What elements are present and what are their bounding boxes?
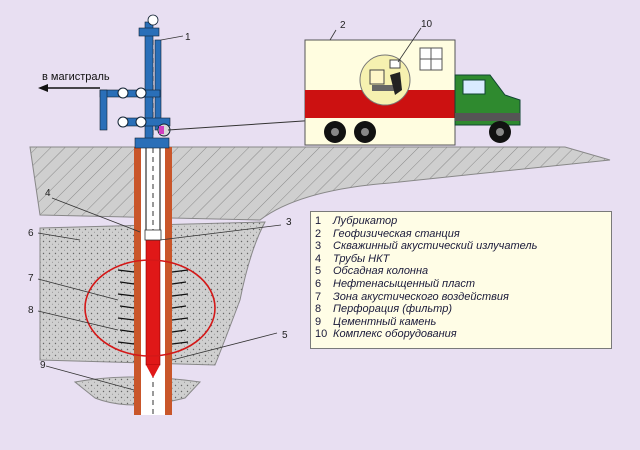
legend-text: Лубрикатор bbox=[333, 215, 398, 227]
callout-10: 10 bbox=[421, 19, 433, 30]
callout-2: 2 bbox=[340, 20, 346, 31]
legend-text: Зона акустического воздействия bbox=[333, 290, 509, 303]
legend-item: 2 Геофизическая станция bbox=[315, 228, 611, 241]
legend-text: Скважинный акустический излучатель bbox=[333, 240, 538, 253]
direction-label: в магистраль bbox=[42, 71, 110, 83]
casing-right-wall bbox=[165, 147, 172, 415]
legend-text: Нефтенасыщенный пласт bbox=[333, 277, 476, 290]
callout-6: 6 bbox=[28, 228, 34, 239]
legend-num: 9 bbox=[315, 315, 322, 328]
cable bbox=[167, 119, 319, 131]
ground-surface-layer bbox=[29, 146, 611, 221]
legend-item: 4 Трубы НКТ bbox=[315, 253, 611, 266]
legend-text: Перфорация (фильтр) bbox=[333, 303, 452, 316]
callout-7: 7 bbox=[28, 273, 34, 284]
legend-text: Комплекс оборудования bbox=[333, 328, 457, 341]
casing-left-wall bbox=[134, 147, 141, 415]
legend-num: 1 bbox=[315, 215, 322, 227]
callout-8: 8 bbox=[28, 305, 34, 316]
legend-item: 5 Обсадная колонна bbox=[315, 265, 611, 278]
legend-item: 1 Лубрикатор bbox=[315, 215, 611, 228]
arrow-to-main bbox=[38, 84, 100, 92]
legend-item: 7 Зона акустического воздействия bbox=[315, 291, 611, 304]
legend-item: 9 Цементный камень bbox=[315, 316, 611, 329]
callout-3: 3 bbox=[286, 217, 292, 228]
callout-9: 9 bbox=[40, 360, 46, 371]
perforations bbox=[117, 269, 189, 345]
legend-item: 10 Комплекс оборудования bbox=[315, 328, 611, 341]
legend-num: 3 bbox=[315, 240, 322, 253]
wellhead bbox=[99, 14, 171, 149]
legend-num: 6 bbox=[315, 277, 322, 290]
legend-num: 5 bbox=[315, 265, 322, 278]
legend: 1 Лубрикатор 2 Геофизическая станция 3 Сква… bbox=[310, 211, 612, 349]
geophysical-truck bbox=[304, 39, 521, 146]
legend-text: Обсадная колонна bbox=[333, 265, 429, 278]
equipment-circle bbox=[359, 54, 411, 106]
emitter-tip bbox=[146, 365, 160, 378]
callout-lines bbox=[37, 27, 422, 391]
legend-text: Трубы НКТ bbox=[333, 252, 390, 265]
legend-item: 6 Нефтенасыщенный пласт bbox=[315, 278, 611, 291]
legend-num: 8 bbox=[315, 303, 322, 316]
callout-5: 5 bbox=[282, 330, 288, 341]
legend-num: 2 bbox=[315, 227, 322, 240]
acoustic-zone bbox=[84, 259, 216, 357]
callout-1: 1 bbox=[185, 32, 191, 43]
callout-4: 4 bbox=[45, 188, 51, 199]
legend-item: 3 Скважинный акустический излучатель bbox=[315, 240, 611, 253]
legend-text: Геофизическая станция bbox=[333, 227, 460, 240]
legend-num: 10 bbox=[315, 328, 328, 341]
legend-num: 4 bbox=[315, 252, 322, 265]
legend-text: Цементный камень bbox=[333, 315, 437, 328]
legend-num: 7 bbox=[315, 290, 322, 303]
emitter-head bbox=[144, 229, 162, 241]
acoustic-emitter bbox=[145, 239, 161, 366]
legend-item: 8 Перфорация (фильтр) bbox=[315, 303, 611, 316]
